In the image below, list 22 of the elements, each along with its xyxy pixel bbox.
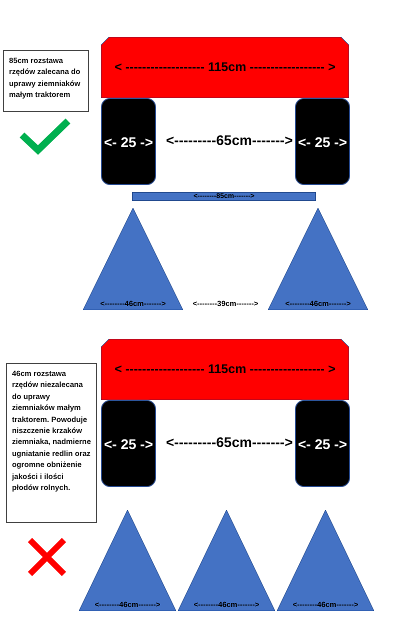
- dimension-text: < ------------------- 115cm ------------------ >: [114, 362, 336, 376]
- dimension-label: <---------65cm------->: [166, 132, 292, 148]
- dimension-text: < ------------------- 115cm ------------------ >: [114, 60, 336, 74]
- tractor-body: [101, 339, 349, 400]
- ridge-triangle: [178, 510, 275, 611]
- note-box: [3, 50, 89, 112]
- ridge-triangle: [79, 510, 176, 611]
- dimension-text: <- 25 ->: [102, 134, 154, 150]
- tractor-body: [101, 37, 349, 98]
- tractor-wheel: [101, 98, 156, 185]
- note-box: [6, 363, 97, 523]
- ridge-triangle: [277, 510, 374, 611]
- dimension-text: <- 25 ->: [296, 134, 348, 150]
- dimension-text: <- 25 ->: [296, 436, 348, 452]
- tractor-wheel: [101, 400, 156, 487]
- tractor-wheel: [295, 400, 350, 487]
- ridge-triangle: [83, 208, 183, 310]
- dimension-text: <- 25 ->: [102, 436, 154, 452]
- dimension-label: <---------65cm------->: [166, 434, 292, 450]
- ridge-triangle: [268, 208, 368, 310]
- spacing-bar: [132, 192, 316, 201]
- tractor-wheel: [295, 98, 350, 185]
